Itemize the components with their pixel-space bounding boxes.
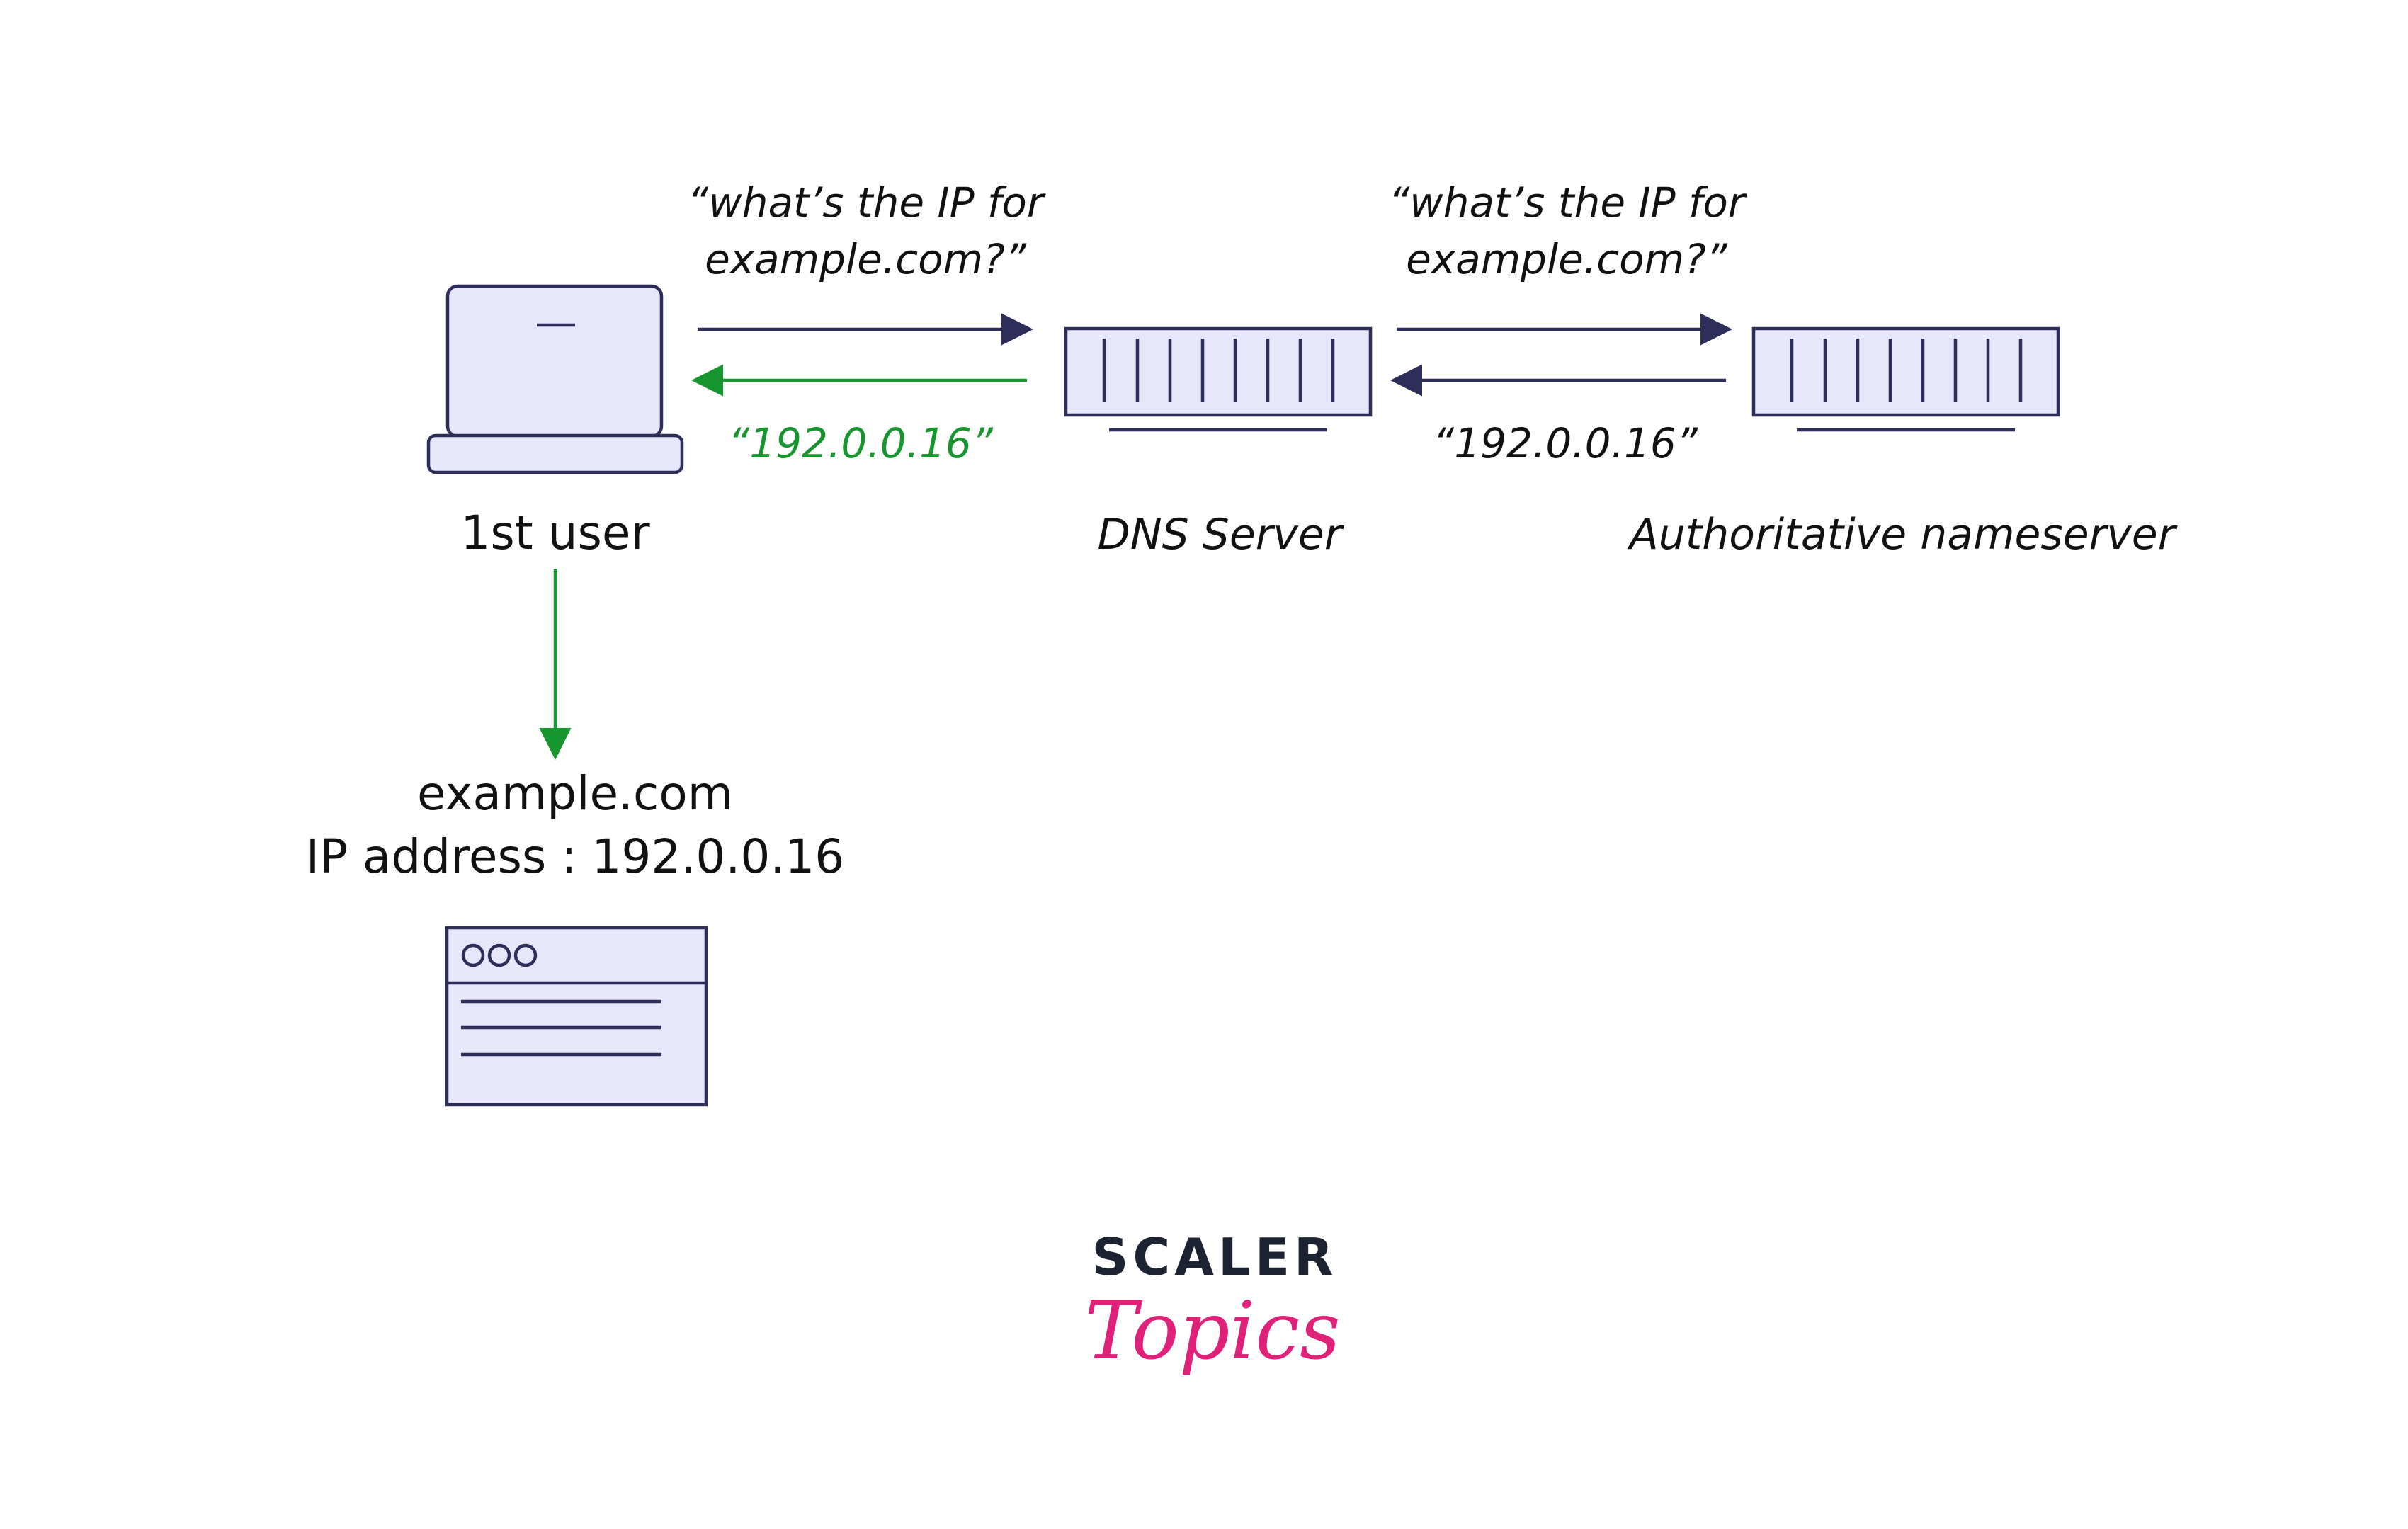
request-label-left-line2: example.com?” — [705, 235, 1027, 283]
authoritative-label: Authoritative nameserver — [1627, 510, 2178, 559]
server-icon — [1064, 326, 1373, 432]
result-ip: IP address : 192.0.0.16 — [306, 829, 845, 884]
dns-server-label: DNS Server — [1098, 510, 1344, 559]
laptop-icon — [426, 284, 684, 474]
logo-topics: Topics — [1084, 1285, 1340, 1377]
result-domain: example.com — [417, 766, 733, 821]
browser-window-icon — [445, 926, 708, 1107]
scaler-topics-logo: SCALER Topics — [1084, 1227, 1340, 1377]
request-label-right-line1: “what’s the IP for — [1388, 178, 1747, 227]
request-label-left-line1: “what’s the IP for — [687, 178, 1046, 227]
request-label-right-line2: example.com?” — [1406, 235, 1728, 283]
authoritative-server-icon — [1751, 326, 2060, 432]
response-label-left: “192.0.0.16” — [728, 419, 994, 467]
logo-scaler: SCALER — [1092, 1227, 1338, 1287]
user-label: 1st user — [460, 506, 650, 560]
response-label-right: “192.0.0.16” — [1433, 419, 1698, 467]
